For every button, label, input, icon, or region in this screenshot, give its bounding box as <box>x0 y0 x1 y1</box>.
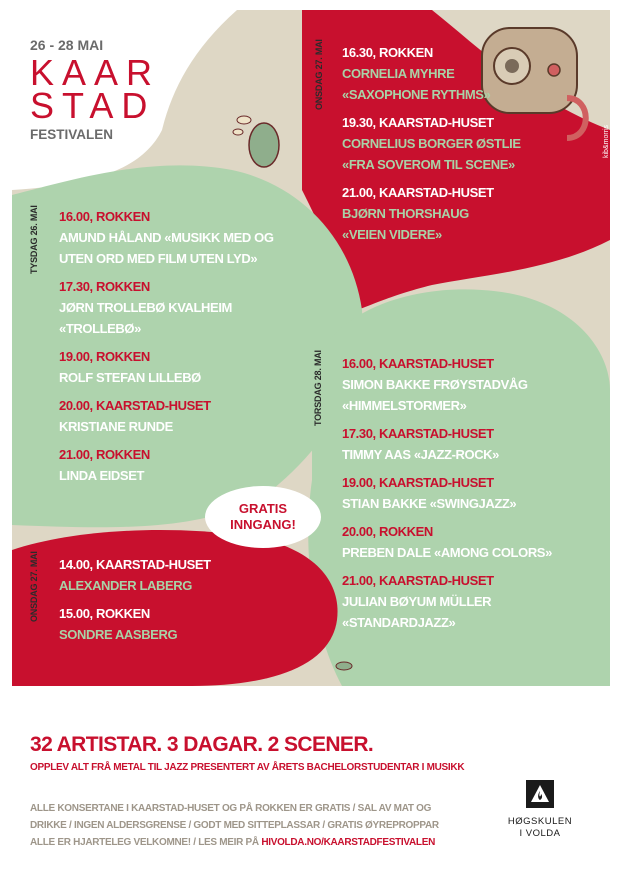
day-label-tuesday: TYSDAG 26. MAI <box>29 205 39 274</box>
info-line-2: DRIKKE / INGEN ALDERSGRENSE / GODT MED S… <box>30 820 439 831</box>
schedule-wednesday-afternoon: 14.00, KAARSTAD-HUSET ALEXANDER LABERG 15.… <box>59 554 211 652</box>
info-line-1: ALLE KONSERTANE I KAARSTAD-HUSET OG PÅ R… <box>30 803 432 814</box>
org-name-line-1: HØGSKULEN <box>507 816 573 827</box>
event-artist-title: STIAN BAKKE «SWINGJAZZ» <box>342 496 517 511</box>
day-label-wednesday-top: ONSDAG 27. MAI <box>314 39 324 110</box>
schedule-entry: 17.30, ROKKEN JØRN TROLLEBØ KVALHEIM «TROL… <box>59 276 274 339</box>
day-label-thursday: TORSDAG 28. MAI <box>313 350 323 426</box>
schedule-wednesday-evening: 16.30, ROKKEN CORNELIA MYHRE «SAXOPHONE RY… <box>342 42 521 252</box>
background-shapes <box>12 10 610 686</box>
schedule-entry: 16.00, KAARSTAD-HUSET SIMON BAKKE FRØYSTA… <box>342 353 552 416</box>
logo-line-1: KAAR <box>30 52 161 93</box>
bubble-line-2: INNGANG! <box>230 517 296 532</box>
info-line-3: ALLE ER HJARTELEG VELKOMNE! / LES MEIR P… <box>30 834 439 851</box>
org-name-line-2: I VOLDA <box>519 828 561 839</box>
schedule-entry: 20.00, KAARSTAD-HUSET KRISTIANE RUNDE <box>59 395 274 437</box>
event-time-venue: 20.00, ROKKEN <box>342 524 433 539</box>
event-artist-title: SONDRE AASBERG <box>59 627 178 642</box>
schedule-entry: 19.00, KAARSTAD-HUSET STIAN BAKKE «SWINGJ… <box>342 472 552 514</box>
schedule-entry: 16.30, ROKKEN CORNELIA MYHRE «SAXOPHONE RY… <box>342 42 521 105</box>
event-artist-title: «HIMMELSTORMER» <box>342 398 467 413</box>
bubble-line-1: GRATIS <box>238 501 288 516</box>
poster <box>12 10 610 686</box>
footer-subheadline: OPPLEV ALT FRÅ METAL TIL JAZZ PRESENTERT… <box>30 762 465 773</box>
footer-info: ALLE KONSERTANE I KAARSTAD-HUSET OG PÅ R… <box>30 800 439 851</box>
event-time-venue: 15.00, ROKKEN <box>59 606 150 621</box>
schedule-entry: 14.00, KAARSTAD-HUSET ALEXANDER LABERG <box>59 554 211 596</box>
pebble-illustration <box>335 661 353 671</box>
footer-headline: 32 ARTISTAR. 3 DAGAR. 2 SCENER. <box>30 733 374 756</box>
event-artist-title: AMUND HÅLAND «MUSIKK MED OG <box>59 230 274 245</box>
event-time-venue: 17.30, ROKKEN <box>59 279 150 294</box>
schedule-entry: 21.00, ROKKEN LINDA EIDSET <box>59 444 274 486</box>
event-artist-title: JØRN TROLLEBØ KVALHEIM <box>59 300 232 315</box>
event-time-venue: 14.00, KAARSTAD-HUSET <box>59 557 211 572</box>
event-artist-title: CORNELIA MYHRE <box>342 66 455 81</box>
flame-icon <box>526 780 554 808</box>
event-artist-title: SIMON BAKKE FRØYSTADVÅG <box>342 377 528 392</box>
festival-subtitle: FESTIVALEN <box>30 127 114 142</box>
event-artist-title: JULIAN BØYUM MÜLLER <box>342 594 492 609</box>
red-shape-top <box>302 10 610 310</box>
event-artist-title: «FRA SOVEROM TIL SCENE» <box>342 157 515 172</box>
event-artist-title: BJØRN THORSHAUG <box>342 206 469 221</box>
schedule-entry: 19.30, KAARSTAD-HUSET CORNELIUS BORGER ØS… <box>342 112 521 175</box>
event-time-venue: 17.30, KAARSTAD-HUSET <box>342 426 494 441</box>
hivolda-logo: HØGSKULEN I VOLDA <box>505 780 575 840</box>
event-artist-title: CORNELIUS BORGER ØSTLIE <box>342 136 521 151</box>
festival-logo: KAAR STAD <box>30 52 161 126</box>
schedule-entry: 20.00, ROKKEN PREBEN DALE «AMONG COLORS» <box>342 521 552 563</box>
event-artist-title: ROLF STEFAN LILLEBØ <box>59 370 201 385</box>
green-shape-left <box>12 165 363 528</box>
event-time-venue: 21.00, KAARSTAD-HUSET <box>342 573 494 588</box>
event-artist-title: ALEXANDER LABERG <box>59 578 192 593</box>
radio-illustration <box>481 27 589 141</box>
event-time-venue: 19.30, KAARSTAD-HUSET <box>342 115 494 130</box>
logo-line-2: STAD <box>30 85 156 126</box>
festival-dates: 26 - 28 MAI <box>30 37 104 53</box>
event-artist-title: PREBEN DALE «AMONG COLORS» <box>342 545 552 560</box>
day-label-wednesday-bottom: ONSDAG 27. MAI <box>29 551 39 622</box>
schedule-entry: 21.00, KAARSTAD-HUSET BJØRN THORSHAUG «VEI… <box>342 182 521 245</box>
event-time-venue: 19.00, KAARSTAD-HUSET <box>342 475 494 490</box>
event-artist-title: UTEN ORD MED FILM UTEN LYD» <box>59 251 258 266</box>
green-shape-right <box>308 289 610 686</box>
event-artist-title: «STANDARDJAZZ» <box>342 615 456 630</box>
white-shape <box>12 10 237 190</box>
mushroom-illustration <box>232 115 280 168</box>
event-time-venue: 21.00, KAARSTAD-HUSET <box>342 185 494 200</box>
schedule-entry: 19.00, ROKKEN ROLF STEFAN LILLEBØ <box>59 346 274 388</box>
schedule-tuesday: 16.00, ROKKEN AMUND HÅLAND «MUSIKK MED OG… <box>59 206 274 493</box>
event-time-venue: 16.00, ROKKEN <box>59 209 150 224</box>
schedule-entry: 15.00, ROKKEN SONDRE AASBERG <box>59 603 211 645</box>
schedule-thursday: 16.00, KAARSTAD-HUSET SIMON BAKKE FRØYSTA… <box>342 353 552 640</box>
illustrator-credit: kib&morris <box>603 124 610 158</box>
schedule-entry: 16.00, ROKKEN AMUND HÅLAND «MUSIKK MED OG… <box>59 206 274 269</box>
festival-link[interactable]: HIVOLDA.NO/KAARSTADFESTIVALEN <box>261 837 436 848</box>
event-artist-title: LINDA EIDSET <box>59 468 145 483</box>
event-time-venue: 21.00, ROKKEN <box>59 447 150 462</box>
event-time-venue: 16.00, KAARSTAD-HUSET <box>342 356 494 371</box>
info-line-3-text: ALLE ER HJARTELEG VELKOMNE! / LES MEIR P… <box>30 837 262 848</box>
event-artist-title: TIMMY AAS «JAZZ-ROCK» <box>342 447 500 462</box>
event-time-venue: 16.30, ROKKEN <box>342 45 433 60</box>
event-artist-title: «TROLLEBØ» <box>59 321 141 336</box>
event-artist-title: «SAXOPHONE RYTHMS» <box>342 87 491 102</box>
schedule-entry: 21.00, KAARSTAD-HUSET JULIAN BØYUM MÜLLER… <box>342 570 552 633</box>
event-time-venue: 20.00, KAARSTAD-HUSET <box>59 398 211 413</box>
schedule-entry: 17.30, KAARSTAD-HUSET TIMMY AAS «JAZZ-ROC… <box>342 423 552 465</box>
event-time-venue: 19.00, ROKKEN <box>59 349 150 364</box>
free-entry-bubble: GRATIS INNGANG! <box>205 486 321 548</box>
event-artist-title: KRISTIANE RUNDE <box>59 419 173 434</box>
red-shape-bottom <box>12 530 338 686</box>
event-artist-title: «VEIEN VIDERE» <box>342 227 442 242</box>
